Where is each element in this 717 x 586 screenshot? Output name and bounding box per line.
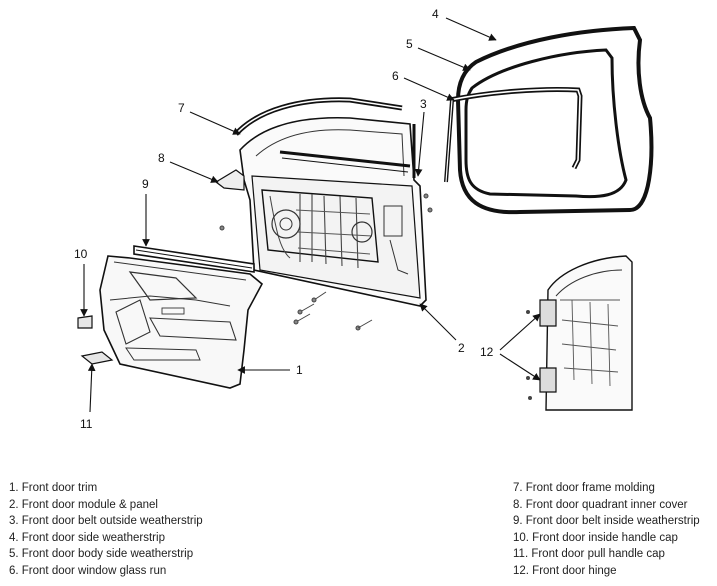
legend-item: 5. Front door body side weatherstrip — [9, 548, 194, 561]
leader-12a — [499, 313, 541, 351]
leader-11 — [87, 363, 96, 413]
leader-7 — [189, 111, 241, 135]
side-weatherstrip-part — [455, 25, 654, 215]
screws — [219, 193, 433, 331]
legend-item: 11. Front door pull handle cap — [513, 548, 665, 561]
leader-3 — [414, 111, 425, 177]
belt-outside-weatherstrip-part — [279, 150, 411, 168]
callout-9: 9 — [142, 177, 149, 191]
pull-handle-cap-part — [80, 351, 114, 365]
callout-4: 4 — [432, 7, 439, 21]
leader-12b — [499, 353, 541, 381]
leader-6 — [403, 77, 455, 101]
callout-2: 2 — [458, 341, 465, 355]
leader-2 — [419, 303, 457, 341]
legend-item: 9. Front door belt inside weatherstrip — [513, 515, 700, 528]
legend-right-column: 7. Front door frame molding 8. Front doo… — [513, 480, 700, 580]
callout-3: 3 — [420, 97, 427, 111]
front-door-hinge-detail — [526, 255, 633, 411]
front-door-trim-part — [99, 255, 264, 389]
leader-8 — [169, 161, 219, 183]
legend-item: 6. Front door window glass run — [9, 564, 167, 577]
callout-5: 5 — [406, 37, 413, 51]
legend-left-column: 1. Front door trim 2. Front door module … — [9, 480, 203, 580]
callout-10: 10 — [74, 247, 88, 261]
callout-8: 8 — [158, 151, 165, 165]
callout-11: 11 — [80, 417, 93, 431]
legend-item: 7. Front door frame molding — [513, 482, 655, 494]
legend-item: 4. Front door side weatherstrip — [9, 531, 165, 544]
legend-item: 10. Front door inside handle cap — [513, 531, 678, 544]
leader-5 — [417, 47, 471, 71]
callout-7: 7 — [178, 101, 185, 115]
glass-run-part — [449, 86, 583, 170]
legend-item: 12. Front door hinge — [513, 564, 617, 577]
legend-item: 8. Front door quadrant inner cover — [513, 498, 688, 511]
callout-1: 1 — [296, 363, 303, 377]
legend-item: 2. Front door module & panel — [9, 498, 158, 511]
inside-handle-cap-part — [77, 315, 93, 329]
exploded-parts-diagram: 1 2 3 4 5 6 7 8 9 10 11 12 — [74, 7, 654, 431]
leader-4 — [445, 17, 497, 41]
quadrant-inner-cover-part — [214, 169, 245, 191]
body-side-weatherstrip-part — [464, 48, 628, 199]
callout-12: 12 — [480, 345, 494, 359]
legend-item: 1. Front door trim — [9, 482, 98, 494]
callout-6: 6 — [392, 69, 399, 83]
legend-item: 3. Front door belt outside weatherstrip — [9, 515, 203, 528]
